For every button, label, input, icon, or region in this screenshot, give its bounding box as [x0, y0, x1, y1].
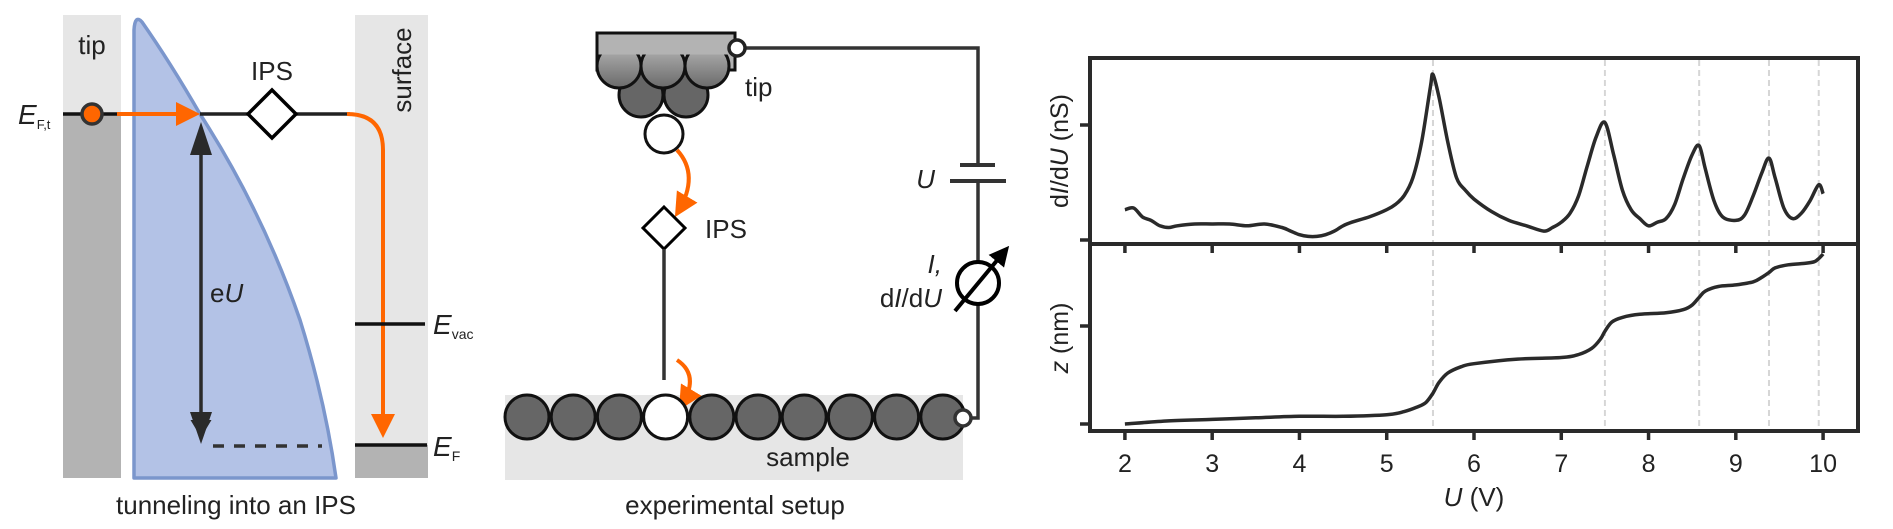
surface-bar-vacuum: [355, 15, 428, 445]
setup-ips-label: IPS: [705, 214, 747, 244]
x-tick-label: 6: [1467, 450, 1481, 478]
bottom-plot-frame: [1088, 242, 1860, 433]
voltage-label: U: [916, 164, 935, 194]
x-tick-label: 8: [1642, 450, 1656, 478]
eu-arrow-head-top: [190, 122, 212, 155]
x-tick-label: 7: [1554, 450, 1568, 478]
stm-tip: [595, 31, 737, 155]
axis-ticks: [1080, 123, 1825, 440]
sample-atoms: [503, 393, 967, 441]
surface-bar-filled: [355, 445, 428, 478]
sample-atom: [688, 393, 736, 441]
x-tick-labels: 2 3 4 5 6 7 8 9 10: [1118, 450, 1837, 478]
sample-connector: [953, 408, 973, 428]
sample-atom: [549, 393, 597, 441]
tunnel-barrier: [132, 17, 338, 480]
electron-dot: [80, 102, 104, 126]
meter-label-line2: dI/dU: [880, 283, 942, 313]
sample-atom: [734, 393, 782, 441]
sample-atom: [780, 393, 828, 441]
meter-label-line1: I,: [928, 249, 942, 279]
panel-experimental-setup: tip U I, dI/dU IPS sample experimental s…: [503, 31, 1010, 520]
didu-series-line: [1124, 72, 1825, 239]
setup-tip-label: tip: [745, 72, 772, 102]
fermi-surface-label: EF: [433, 431, 460, 464]
eu-arrow-head-bottom: [190, 412, 212, 444]
ips-diamond-icon: [245, 87, 299, 141]
sample-label: sample: [766, 442, 850, 472]
panel-spectroscopy-chart: 2 3 4 5 6 7 8 9 10 dI/dU (nS) z (nm) U (V): [1046, 56, 1860, 512]
circuit-wire: [737, 46, 980, 420]
x-tick-label: 3: [1205, 450, 1219, 478]
sample-atom-highlighted: [642, 393, 690, 441]
caption-left: tunneling into an IPS: [116, 490, 356, 520]
x-axis-label: U (V): [1444, 482, 1505, 512]
ammeter-arrow: [953, 245, 1010, 313]
x-tick-label: 5: [1380, 450, 1394, 478]
tip-bar-vacuum: [63, 15, 121, 114]
fermi-tip-label: EF,t: [18, 99, 51, 132]
tip-connector: [727, 38, 747, 58]
decay-arrow: [346, 112, 395, 438]
x-tick-label: 2: [1118, 450, 1132, 478]
eu-label: eU: [210, 278, 243, 308]
ips-label: IPS: [251, 56, 293, 86]
sample-atom: [826, 393, 874, 441]
sample-atom: [503, 393, 551, 441]
x-tick-label: 4: [1293, 450, 1307, 478]
tip-bar-filled: [63, 114, 121, 478]
sample-atom: [595, 393, 643, 441]
z-series-line: [1124, 252, 1825, 426]
tip-to-ips-arrow: [674, 148, 698, 218]
tip-label: tip: [78, 30, 105, 60]
caption-middle: experimental setup: [625, 490, 845, 520]
ips-diamond-icon: [640, 204, 688, 252]
bottom-y-axis-label: z (nm): [1046, 303, 1074, 375]
ips-to-sample-arrow: [675, 358, 702, 411]
panel-energy-diagram: tip surface IPS eU EF,t Evac EF tunneli: [18, 15, 473, 520]
sample-atom: [873, 393, 921, 441]
tip-apex-atom: [643, 113, 685, 155]
top-y-axis-label: dI/dU (nS): [1046, 94, 1074, 208]
surface-label: surface: [387, 27, 417, 112]
x-tick-label: 9: [1729, 450, 1743, 478]
evac-label: Evac: [433, 309, 473, 342]
x-tick-label: 10: [1809, 450, 1837, 478]
